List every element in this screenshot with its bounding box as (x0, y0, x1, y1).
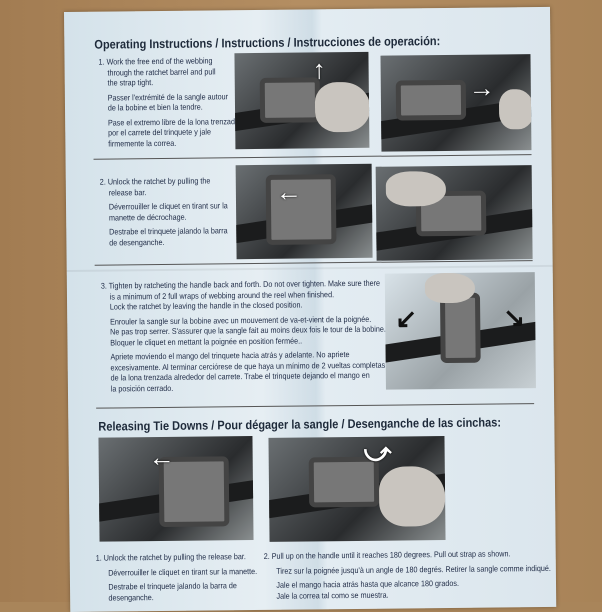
instruction-en: 2. Pull up on the handle until it reache… (264, 549, 551, 563)
instruction-fr: Enrouler la sangle sur la bobine avec un… (101, 314, 386, 348)
instruction-line: Déverrouiller le cliquet en tirant sur l… (108, 201, 228, 212)
instruction-line: la posición cerrado. (110, 383, 174, 394)
instruction-line: firmemente la correa. (108, 138, 177, 149)
instruction-line: Lock the ratchet by leaving the handle i… (109, 300, 303, 312)
instruction-line: release bar. (108, 187, 147, 198)
instruction-line: Pase el extremo libre de la lona trenzad… (107, 116, 239, 128)
instruction-es: Pase el extremo libre de la lona trenzad… (99, 117, 239, 150)
instruction-line: de la bobine et bien la tendre. (107, 102, 203, 113)
release-step-2-text: 2. Pull up on the handle until it reache… (264, 549, 552, 606)
instruction-es: Jale el mango hacia atrás hasta que alca… (264, 578, 551, 602)
step-3-photo: ↙↘ (384, 272, 536, 390)
release-step-1-photo: ← (98, 436, 254, 542)
instruction-line: Déverrouiller le cliquet en tirant sur l… (108, 566, 258, 578)
step-3-text: 3. Tighten by ratcheting the handle back… (101, 279, 387, 399)
instruction-es: Apriete moviendo el mango del trinquete … (102, 350, 387, 395)
instruction-fr: Déverrouiller le cliquet en tirant sur l… (96, 567, 257, 579)
instruction-en: 1. Unlock the ratchet by pulling the rel… (96, 552, 257, 564)
instruction-line: Passer l'extrémité de la sangle autour (107, 91, 229, 103)
divider (93, 154, 532, 160)
divider (96, 403, 535, 409)
operating-title: Operating Instructions / Instructions / … (94, 34, 441, 52)
instruction-line: 2. Pull up on the handle until it reache… (263, 549, 511, 561)
step-1-photo-a: ↑ (234, 51, 370, 150)
instruction-fr: Tirez sur la poignée jusqu'à un angle de… (264, 563, 551, 577)
instruction-line: the strap tight. (107, 78, 154, 88)
release-step-1-text: 1. Unlock the ratchet by pulling the rel… (96, 552, 258, 608)
instruction-line: Destrabe el trinquete jalando la barra (109, 226, 228, 237)
instruction-line: Destrabe el trinquete jalando la barra d… (108, 581, 237, 592)
releasing-title: Releasing Tie Downs / Pour dégager la sa… (98, 415, 502, 434)
instruction-es: Destrabe el trinquete jalando la barra d… (96, 581, 258, 604)
instruction-line: 2. Unlock the ratchet by pulling the (99, 176, 211, 187)
instruction-line: Bloquer le cliquet en mettant la poignée… (110, 336, 303, 348)
step-2-photo-b (375, 165, 533, 261)
instruction-fr: Déverrouiller le cliquet en tirant sur l… (100, 201, 228, 223)
instruction-sheet: Operating Instructions / Instructions / … (64, 6, 557, 612)
step-2-photo-a: ← (235, 163, 373, 260)
release-step-2-photo: ⤻ (268, 436, 446, 542)
instruction-en: 3. Tighten by ratcheting the handle back… (101, 279, 386, 313)
instruction-line: Tirez sur la poignée jusqu'à un angle de… (276, 563, 551, 576)
instruction-line: de desenganche. (109, 237, 165, 248)
instruction-line: 1. Unlock the ratchet by pulling the rel… (95, 552, 246, 563)
fold-line (66, 264, 553, 272)
step-1-photo-b: → (380, 54, 532, 152)
instruction-line: manette de décrochage. (108, 212, 187, 223)
